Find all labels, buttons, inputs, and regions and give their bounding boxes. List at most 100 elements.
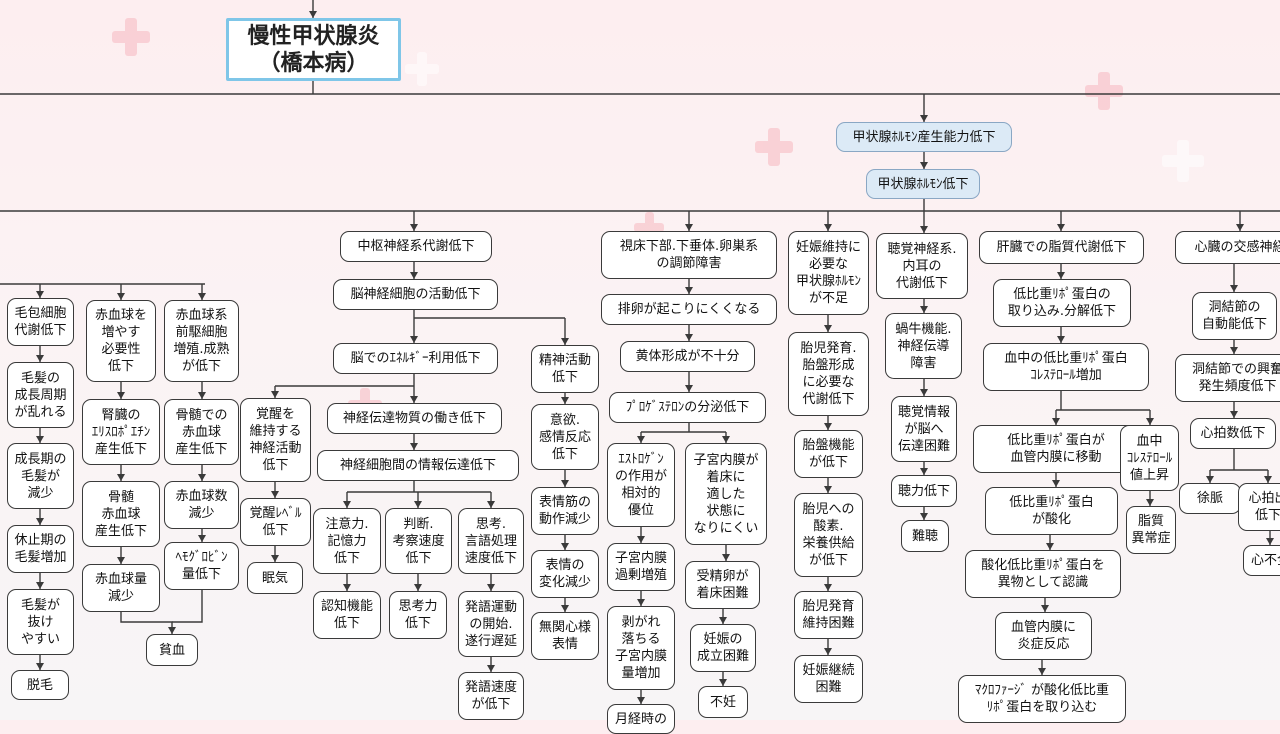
flow-node-li4: 低比重ﾘﾎﾟ蛋白が 血管内膜に移動 [973, 425, 1139, 473]
flow-node-cns: 中枢神経系代謝低下 [340, 231, 492, 262]
flow-node-ch1: 血中 ｺﾚｽﾃﾛｰﾙ 値上昇 [1120, 425, 1179, 491]
flow-node-rbc1: 赤血球を 増やす 必要性 低下 [86, 300, 156, 382]
arrow-head-icon [487, 665, 495, 672]
arrow-head-icon [343, 584, 351, 591]
flow-node-es3: 剥がれ 落ちる 子宮内膜 量増加 [607, 606, 675, 690]
arrow-head-icon [920, 468, 928, 475]
arrow-head-icon [1230, 411, 1238, 418]
flow-node-n1: 甲状腺ﾎﾙﾓﾝ産生能力低下 [836, 122, 1012, 152]
arrow-head-icon [117, 557, 125, 564]
flow-node-li5: 低比重ﾘﾎﾟ蛋白 が酸化 [985, 487, 1118, 535]
arrow-head-icon [1046, 543, 1054, 550]
flow-node-hair6: 脱毛 [11, 670, 69, 700]
arrow-head-icon [824, 648, 832, 655]
flow-node-pr2: 胎児発育. 胎盤形成 に必要な 代謝低下 [788, 332, 869, 416]
arrow-head-icon [1230, 285, 1238, 292]
arrow-head-icon [1230, 347, 1238, 354]
arrow-head-icon [1052, 480, 1060, 487]
flow-node-hair5: 毛髪が 抜け やすい [7, 589, 74, 655]
arrow-head-icon [414, 501, 422, 508]
flow-node-ht1: 心臓の交感神経 [1175, 231, 1280, 264]
arrow-head-icon [561, 480, 569, 487]
arrow-head-icon [719, 679, 727, 686]
flow-node-ery2: 骨髄での 赤血球 産生低下 [164, 399, 239, 465]
flow-node-ut4: 不妊 [698, 686, 748, 718]
arrow-head-icon [561, 605, 569, 612]
flow-node-es1: ｴｽﾄﾛｹﾞﾝ の作用が 相対的 優位 [607, 443, 675, 527]
flow-node-hp4: ﾌﾟﾛｹﾞｽﾃﾛﾝの分泌低下 [609, 392, 766, 423]
flow-node-ut3: 妊娠の 成立困難 [690, 624, 756, 672]
flow-node-n2: 甲状腺ﾎﾙﾓﾝ低下 [866, 169, 980, 199]
flow-node-ear1: 聴覚神経系. 内耳の 代謝低下 [876, 233, 968, 299]
flow-node-ht2: 洞結節の 自動能低下 [1192, 292, 1277, 340]
arrow-head-icon [1038, 668, 1046, 675]
flow-node-ery1: 赤血球系 前駆細胞 増殖.成熟 が低下 [164, 300, 239, 382]
flow-node-men2: 意欲. 感情反応 低下 [531, 404, 599, 470]
arrow-head-icon [920, 513, 928, 520]
arrow-head-icon [410, 396, 418, 403]
flow-node-pr1: 妊娠維持に 必要な 甲状腺ﾎﾙﾓﾝ が不足 [788, 231, 869, 315]
arrow-head-icon [410, 336, 418, 343]
arrow-head-icon [637, 697, 645, 704]
arrow-head-icon [561, 338, 569, 345]
flow-node-jud1: 判断. 考察速度 低下 [385, 508, 452, 574]
flow-node-pr6: 妊娠継続 困難 [794, 655, 863, 703]
cross-decoration-icon [1085, 72, 1123, 110]
flow-node-anemia: 貧血 [146, 634, 198, 666]
arrow-head-icon [1264, 476, 1272, 483]
arrow-head-icon [561, 397, 569, 404]
flow-node-men5: 無関心様 表情 [531, 612, 599, 660]
flow-node-rbc3: 骨髄 赤血球 産生低下 [82, 481, 160, 547]
flow-node-men4: 表情の 変化減少 [531, 550, 599, 598]
flow-node-hair2: 毛髪の 成長周期 が乱れる [7, 362, 74, 428]
flow-node-th2: 発語運動 の開始. 遂行遅延 [458, 591, 524, 657]
flow-node-hair1: 毛包細胞 代謝低下 [7, 298, 74, 346]
flow-node-men3: 表情筋の 動作減少 [531, 487, 599, 535]
flow-node-ht7: 心不全 [1243, 545, 1280, 576]
arrow-head-icon [36, 355, 44, 362]
flow-node-cns2: 脳神経細胞の活動低下 [333, 279, 498, 310]
cross-decoration-icon [405, 52, 439, 86]
flow-node-ery4: ﾍﾓｸﾞﾛﾋﾞﾝ 量低下 [164, 542, 239, 590]
arrow-head-icon [343, 501, 351, 508]
arrow-head-icon [271, 491, 279, 498]
arrow-head-icon [920, 115, 928, 122]
flow-node-pr3: 胎盤機能 が低下 [794, 430, 863, 478]
arrow-head-icon [920, 162, 928, 169]
arrow-head-icon [920, 306, 928, 313]
arrow-head-icon [1266, 538, 1274, 545]
arrow-head-icon [685, 287, 693, 294]
flow-node-li6: 酸化低比重ﾘﾎﾟ蛋白を 異物として認識 [965, 550, 1121, 598]
arrow-head-icon [561, 543, 569, 550]
arrow-head-icon [685, 224, 693, 231]
flow-node-att2: 認知機能 低下 [313, 591, 381, 639]
arrow-head-icon [198, 392, 206, 399]
arrow-head-icon [719, 617, 727, 624]
arrow-head-icon [637, 599, 645, 606]
arrow-head-icon [198, 474, 206, 481]
arrow-head-icon [722, 436, 730, 443]
arrow-head-icon [1146, 418, 1154, 425]
cross-decoration-icon [112, 18, 150, 56]
arrow-head-icon [824, 423, 832, 430]
arrow-head-icon [1052, 418, 1060, 425]
arrow-head-icon [36, 436, 44, 443]
flow-node-li8: ﾏｸﾛﾌｧｰｼﾞ が酸化低比重 ﾘﾎﾟ蛋白を取り込む [958, 675, 1126, 723]
arrow-head-icon [1057, 336, 1065, 343]
flow-node-nt2: 神経細胞間の情報伝達低下 [317, 450, 519, 481]
arrow-head-icon [487, 584, 495, 591]
flow-node-hair4: 休止期の 毛髪増加 [7, 525, 74, 573]
connector-line [120, 612, 173, 634]
arrow-head-icon [271, 555, 279, 562]
arrow-head-icon [920, 389, 928, 396]
flow-node-li7: 血管内膜に 炎症反応 [995, 612, 1092, 660]
arrow-head-icon [824, 325, 832, 332]
arrow-head-icon [414, 584, 422, 591]
arrow-head-icon [36, 582, 44, 589]
arrow-head-icon [410, 443, 418, 450]
arrow-head-icon [410, 272, 418, 279]
flow-node-aw1: 覚醒を 維持する 神経活動 低下 [240, 398, 311, 482]
flow-node-ch2: 脂質 異常症 [1126, 506, 1176, 554]
